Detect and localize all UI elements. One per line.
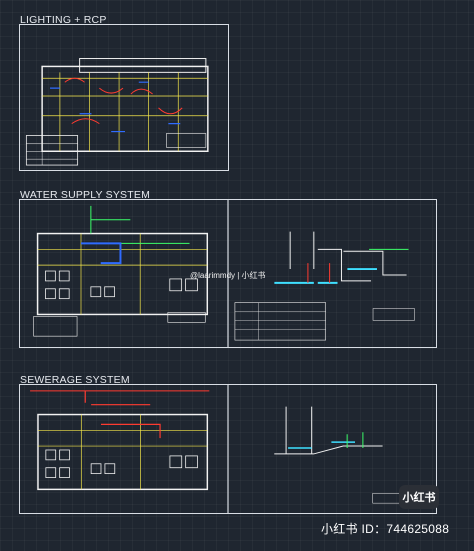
brand-id-line: 小红书 ID：744625088 <box>321 522 450 536</box>
section-title-lighting: LIGHTING + RCP <box>20 14 107 26</box>
sheet-water[interactable] <box>19 199 437 348</box>
section-title-water: WATER SUPPLY SYSTEM <box>20 189 151 201</box>
sheet-sewerage[interactable] <box>19 384 437 514</box>
sheet-lighting[interactable] <box>19 24 229 171</box>
sewerage-plan-drawing <box>30 385 415 513</box>
watermark-text: @laarimmdy | 小红书 <box>190 271 266 280</box>
brand-logo: 小红书 <box>399 485 439 509</box>
water-plan-drawing <box>33 200 415 347</box>
lighting-plan-drawing <box>25 58 209 166</box>
section-title-sewerage: SEWERAGE SYSTEM <box>20 374 130 386</box>
